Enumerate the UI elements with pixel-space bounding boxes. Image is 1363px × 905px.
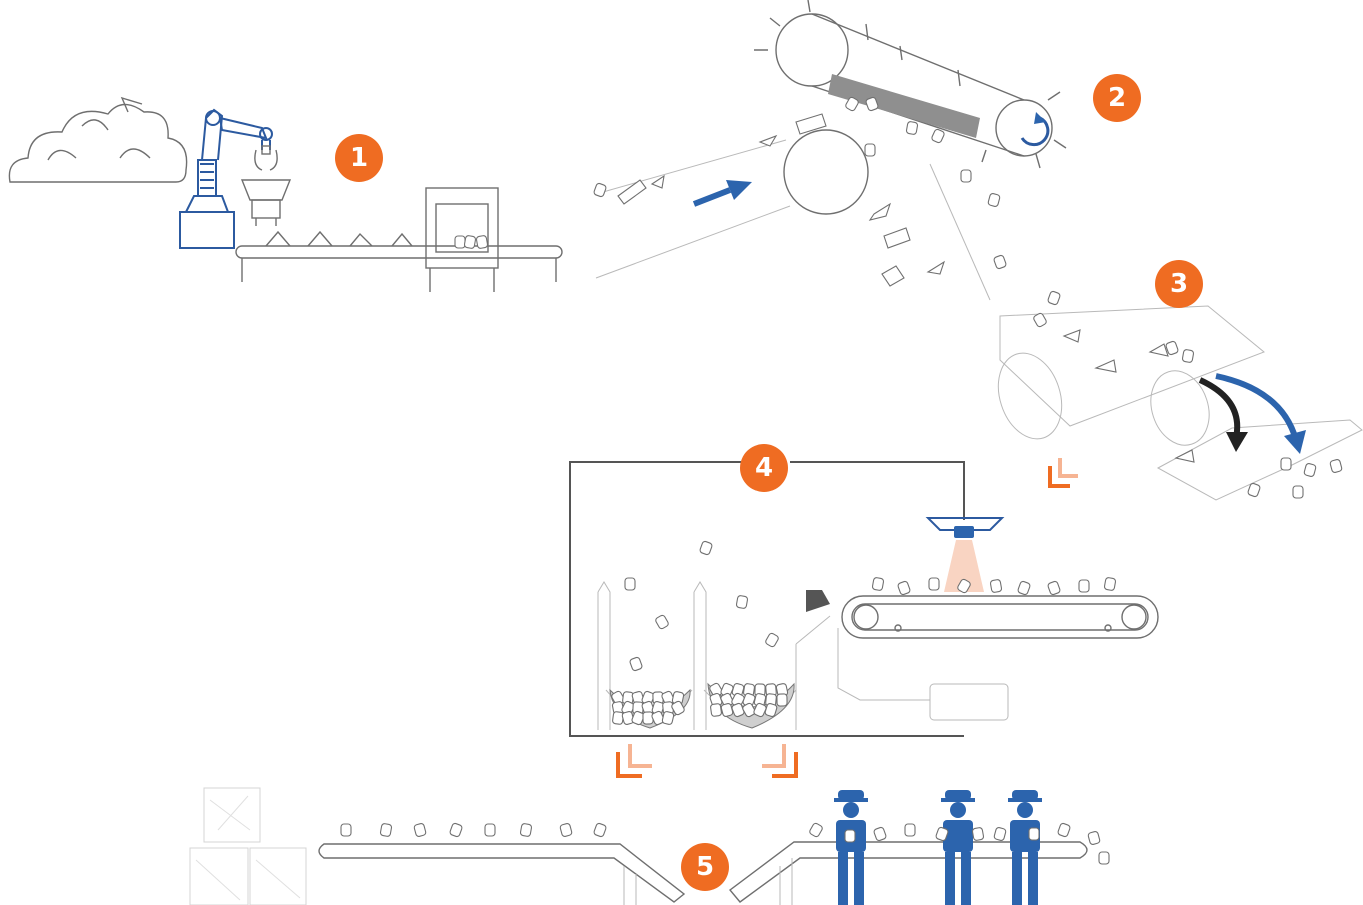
can-item [380, 823, 392, 837]
can-item [845, 830, 855, 842]
can-item [1281, 458, 1291, 470]
stage-5-manual-sorting [190, 788, 1087, 905]
can-item [872, 577, 884, 591]
waste-cloud-illustration [9, 98, 186, 182]
can-item [643, 712, 653, 724]
can-item [1017, 581, 1031, 596]
can-item [906, 121, 918, 135]
flow-indicator-stage-3 [1050, 460, 1076, 486]
control-unit [930, 684, 1008, 720]
worker-3 [1008, 790, 1042, 905]
step-badge-2: 2 [1093, 74, 1141, 122]
debris-item [928, 262, 944, 274]
can-item [341, 824, 351, 836]
step-number-5: 5 [696, 852, 714, 882]
can-item [897, 581, 911, 596]
can-item [1047, 581, 1061, 596]
step-badge-5: 5 [681, 843, 729, 891]
worker-1 [834, 790, 868, 905]
can-item [710, 703, 722, 716]
air-jet-nozzle [806, 590, 830, 612]
can-item [736, 595, 748, 609]
feed-direction-arrow [694, 180, 752, 204]
sorting-conveyor [842, 596, 1158, 638]
can-item [961, 170, 971, 182]
can-item [994, 827, 1007, 841]
debris-item [1064, 330, 1080, 342]
can-item [865, 144, 875, 156]
can-item [699, 541, 713, 556]
hopper [242, 180, 290, 226]
can-item [520, 823, 532, 837]
can-item [765, 632, 780, 647]
can-item [1079, 580, 1089, 592]
can-item [931, 128, 945, 143]
can-item [449, 823, 463, 838]
can-item [1293, 486, 1303, 498]
can-item [972, 827, 984, 841]
worker-2 [941, 790, 975, 905]
can-item [993, 255, 1007, 270]
can-item [1047, 291, 1061, 306]
can-item [414, 823, 427, 837]
stage-1-collection [9, 98, 562, 292]
debris-item [870, 204, 890, 220]
can-item [809, 822, 824, 837]
can-item [629, 657, 643, 672]
can-item [1330, 459, 1343, 473]
can-item [593, 823, 607, 838]
step-badge-4: 4 [740, 444, 788, 492]
output-conveyor [319, 844, 684, 905]
step-number-3: 3 [1170, 269, 1188, 299]
step-number-1: 1 [350, 143, 368, 173]
input-drum [784, 130, 868, 214]
can-item [1088, 831, 1101, 845]
can-item [1304, 463, 1317, 477]
can-item [929, 578, 939, 590]
can-item [485, 824, 495, 836]
can-item [990, 579, 1002, 593]
can-item [625, 578, 635, 590]
can-item [1099, 852, 1109, 864]
can-item [1029, 828, 1039, 840]
step-badge-1: 1 [335, 134, 383, 182]
can-item [905, 824, 915, 836]
step-number-4: 4 [755, 453, 773, 483]
can-item [464, 235, 476, 249]
stage-2-screening [596, 0, 1066, 300]
baled-material [190, 788, 306, 905]
can-item [455, 236, 465, 248]
debris-item [882, 266, 904, 286]
first-conveyor [236, 232, 562, 282]
can-item [1057, 823, 1071, 838]
debris-item [760, 136, 776, 146]
flow-indicator-bin-right [764, 746, 796, 776]
can-item [612, 711, 624, 724]
can-item [988, 193, 1001, 207]
step-number-2: 2 [1108, 83, 1126, 113]
debris-item [796, 114, 826, 134]
can-item [777, 694, 787, 706]
can-item [560, 823, 573, 837]
robot-arm [180, 110, 277, 248]
debris-item [1096, 360, 1116, 372]
flow-indicator-bin-left [618, 746, 650, 776]
top-drum-right [996, 100, 1052, 156]
can-item [476, 235, 488, 249]
can-item [1104, 577, 1116, 591]
debris-item [1150, 344, 1168, 356]
can-item [593, 183, 607, 198]
debris-item [884, 228, 910, 248]
step-badge-3: 3 [1155, 260, 1203, 308]
can-item [655, 614, 670, 629]
can-item [873, 827, 887, 842]
can-item [1182, 349, 1194, 363]
can-item [662, 711, 674, 725]
debris-item [1176, 450, 1194, 462]
